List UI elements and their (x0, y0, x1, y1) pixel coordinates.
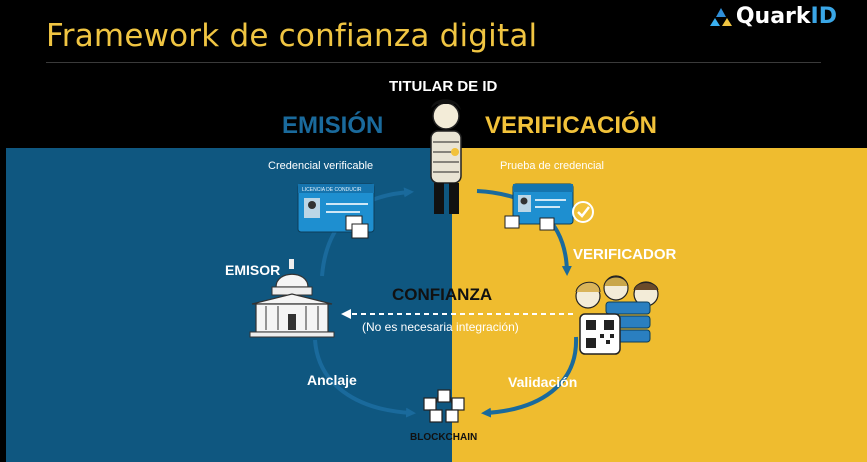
verification-heading: VERIFICACIÓN (485, 112, 658, 139)
anchor-arrow (313, 339, 416, 418)
validation-label: Validación (508, 374, 578, 390)
issuance-heading: EMISIÓN (282, 112, 384, 139)
issuer-label: EMISOR (225, 262, 281, 278)
anchor-label: Anclaje (307, 372, 357, 388)
validation-arrow (481, 336, 579, 418)
trust-label: CONFIANZA (392, 285, 493, 304)
proof-label: Prueba de credencial (500, 160, 604, 172)
qr-code-icon (579, 313, 621, 355)
quark-logo-icon (709, 7, 732, 26)
issuer-building-icon (249, 259, 335, 338)
slide-title: Framework de confianza digital (46, 18, 538, 54)
brand-name-accent: ID (810, 4, 837, 29)
brand-name: QuarkID (736, 4, 837, 29)
verifier-label: VERIFICADOR (573, 246, 677, 263)
proof-card-icon (504, 183, 594, 231)
title-divider (46, 62, 821, 63)
blockchain-icon (423, 389, 465, 423)
credential-label: Credencial verificable (268, 160, 374, 172)
trust-note: (No es necesaria integración) (362, 320, 519, 334)
blockchain-label: BLOCKCHAIN (410, 432, 478, 443)
id-holder-icon (430, 99, 462, 214)
brand-logo: QuarkID (709, 4, 837, 29)
card-text: LICENCIA DE CONDUCIR (302, 187, 362, 193)
verifier-people-icon (575, 275, 659, 309)
brand-name-main: Quark (735, 4, 811, 29)
id-holder-label: TITULAR DE ID (389, 78, 498, 95)
credential-card-icon: LICENCIA DE CONDUCIR (297, 183, 375, 239)
